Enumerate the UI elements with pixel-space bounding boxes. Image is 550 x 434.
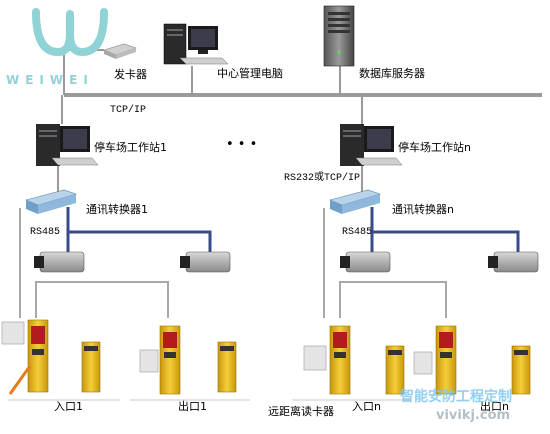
weiwei-logo (32, 8, 108, 57)
entrance-n-gate (303, 325, 405, 395)
tcpip-bus (64, 93, 542, 97)
camera-exit-1-icon (180, 251, 231, 273)
converter1-label: 通讯转换器1 (86, 203, 148, 216)
exit-1-gate (139, 325, 237, 395)
workstation-1-icon (36, 124, 99, 166)
rs232-label: RS232或TCP/IP (284, 173, 361, 184)
camera-links-left (66, 207, 212, 252)
db-server-label: 数据库服务器 (359, 67, 425, 80)
central-pc-icon (163, 23, 229, 65)
camera-exit-n-icon (488, 251, 539, 273)
entrance-1-gate (1, 319, 101, 395)
rs485-right-label: RS485 (342, 227, 373, 238)
tcpip-label: TCP/IP (110, 105, 147, 116)
converter-n-icon (329, 189, 382, 214)
camera-entrance-n-icon (340, 251, 391, 273)
workstation-n-icon (340, 124, 403, 166)
card-issuer-label: 发卡器 (114, 68, 147, 81)
convertern-label: 通讯转换器n (392, 203, 454, 216)
card-issuer-device (103, 43, 137, 59)
watermark-url: vivikj.com (436, 408, 511, 423)
rs485-left-label: RS485 (30, 227, 61, 238)
remote-reader-label: 远距离读卡器 (268, 405, 334, 418)
database-server-icon (323, 5, 355, 67)
watermark-title: 智能安防工程定制 (400, 389, 512, 405)
converter-1-icon (25, 189, 78, 214)
camera-links-right (370, 207, 520, 252)
exitn-label: 出口n (480, 400, 509, 413)
rs485-bus-right (323, 208, 447, 318)
central-pc-label: 中心管理电脑 (217, 67, 283, 80)
camera-entrance-1-icon (34, 251, 85, 273)
exit-n-gate (413, 325, 531, 395)
barrier-arm (8, 365, 32, 395)
rs485-bus-left (19, 208, 169, 318)
stationn-label: 停车场工作站n (398, 141, 471, 154)
logo-text: WEIWEI (6, 73, 94, 87)
exit1-label: 出口1 (178, 400, 207, 413)
entrance1-label: 入口1 (54, 400, 83, 413)
station1-label: 停车场工作站1 (94, 141, 167, 154)
entrancen-label: 入口n (352, 400, 381, 413)
ellipsis-dots: • • • (226, 137, 258, 152)
